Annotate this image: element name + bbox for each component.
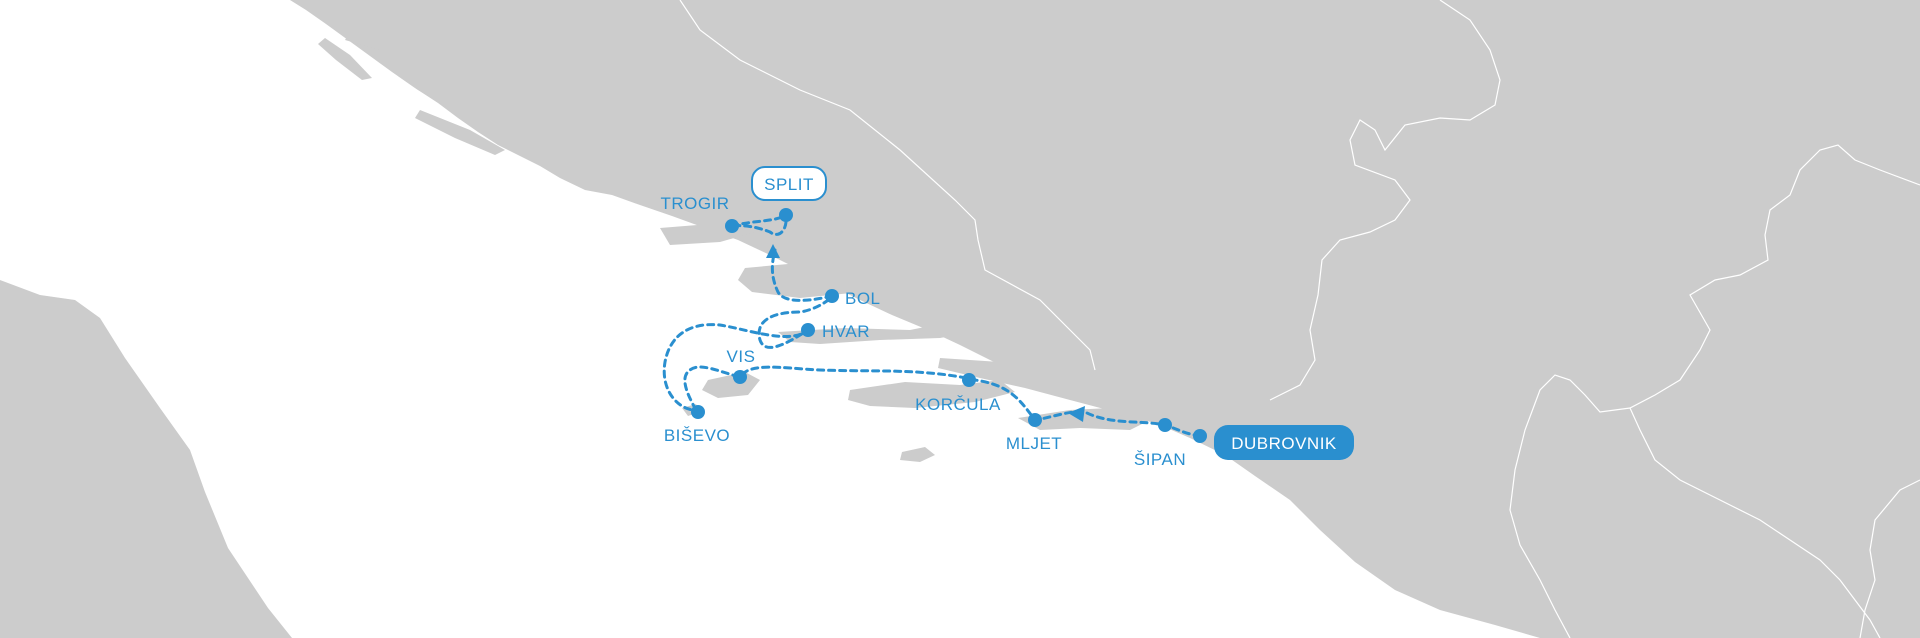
- italy-landmass: [0, 280, 292, 638]
- northern-islands: [318, 10, 585, 182]
- stop-label-trogir[interactable]: TROGIR: [660, 194, 729, 213]
- stop-dot-vis: [733, 370, 747, 384]
- sipan-island: [1130, 402, 1175, 418]
- peljesac-peninsula: [938, 358, 1120, 410]
- lastovo-island: [900, 447, 935, 462]
- arrow-bol-to-split: [766, 244, 780, 258]
- stop-label-vis[interactable]: VIS: [727, 347, 756, 366]
- stop-label-split[interactable]: SPLIT: [764, 175, 814, 194]
- stop-label-bisevo[interactable]: BIŠEVO: [664, 426, 730, 445]
- stop-dot-sipan: [1158, 418, 1172, 432]
- stop-label-sipan[interactable]: ŠIPAN: [1134, 450, 1186, 469]
- route-arrows: [766, 244, 1085, 422]
- stop-dot-trogir: [725, 219, 739, 233]
- hvar-island: [778, 318, 1000, 344]
- korcula-island: [848, 380, 1015, 408]
- stop-label-korcula[interactable]: KORČULA: [915, 395, 1001, 414]
- stop-dot-korcula: [962, 373, 976, 387]
- stop-label-bol[interactable]: BOL: [845, 289, 881, 308]
- country-borders: [679, 0, 1920, 638]
- arrow-sipan-to-mljet: [1068, 406, 1085, 422]
- stop-label-mljet[interactable]: MLJET: [1006, 434, 1062, 453]
- dalmatian-islands: [660, 222, 1205, 462]
- stop-dot-mljet: [1028, 413, 1042, 427]
- balkan-mainland: [290, 0, 1920, 638]
- stop-dot-dubrovnik: [1193, 429, 1207, 443]
- stop-label-hvar[interactable]: HVAR: [822, 322, 870, 341]
- stop-dot-split: [779, 208, 793, 222]
- stop-labels: DUBROVNIK ŠIPAN MLJET KORČULA VIS BIŠEVO…: [660, 166, 1354, 469]
- stop-dots: [691, 208, 1207, 443]
- dubrovnik-pill: [1214, 425, 1354, 460]
- stop-dot-bisevo: [691, 405, 705, 419]
- stop-dot-hvar: [801, 323, 815, 337]
- stop-dot-bol: [825, 289, 839, 303]
- split-pill: [751, 166, 827, 201]
- stop-label-dubrovnik[interactable]: DUBROVNIK: [1231, 434, 1337, 453]
- mljet-island: [1018, 408, 1150, 430]
